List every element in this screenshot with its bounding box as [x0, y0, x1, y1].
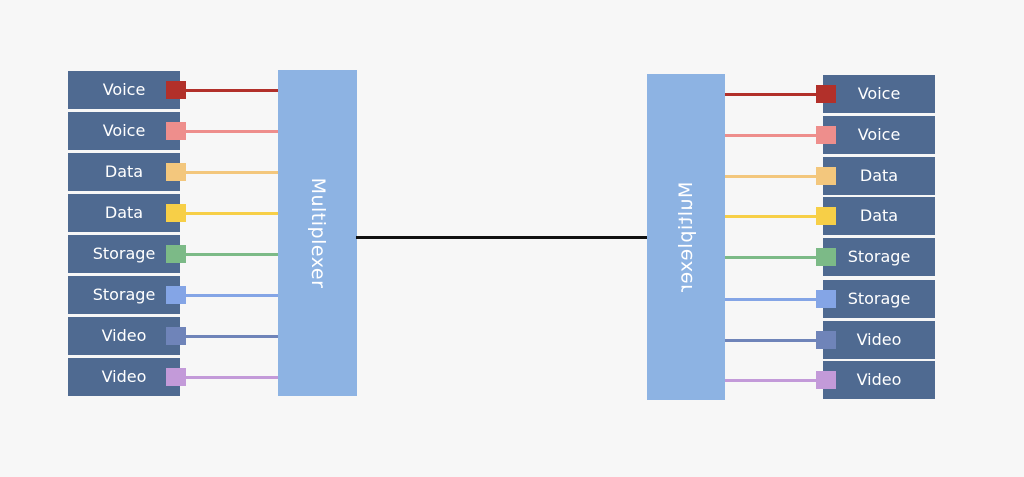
left-channel-port — [166, 122, 186, 140]
left-channel-wire — [186, 212, 278, 215]
left-channel-port — [166, 327, 186, 345]
left-channel-label: Voice — [102, 80, 146, 99]
right-channel-wire — [725, 175, 817, 178]
right-channel-box: Storage — [823, 238, 935, 276]
left-channel-port — [166, 286, 186, 304]
right-channel-wire — [725, 298, 817, 301]
left-channel-box: Video — [68, 317, 180, 355]
left-channel-box: Voice — [68, 112, 180, 150]
right-channel-wire — [725, 256, 817, 259]
right-channel-wire — [725, 339, 817, 342]
left-channel-wire — [186, 294, 278, 297]
left-channel-label: Storage — [92, 244, 156, 263]
right-channel-port — [816, 85, 836, 103]
trunk-line — [356, 236, 647, 239]
left-channel-port — [166, 368, 186, 386]
left-channel-port — [166, 245, 186, 263]
right-channel-box: Video — [823, 361, 935, 399]
right-channel-label: Video — [856, 330, 902, 349]
right-channel-port — [816, 248, 836, 266]
right-channel-box: Video — [823, 321, 935, 359]
right-channel-wire — [725, 215, 817, 218]
left-channel-wire — [186, 171, 278, 174]
right-channel-label: Storage — [847, 247, 911, 266]
left-channel-box: Voice — [68, 71, 180, 109]
left-channel-label: Video — [101, 326, 147, 345]
right-channel-box: Data — [823, 157, 935, 195]
right-channel-wire — [725, 134, 817, 137]
left-channel-port — [166, 81, 186, 99]
multiplexer-right-label: Multiplexer — [675, 181, 697, 293]
right-channel-port — [816, 371, 836, 389]
left-channel-box: Storage — [68, 235, 180, 273]
right-channel-label: Voice — [857, 125, 901, 144]
right-channel-box: Data — [823, 197, 935, 235]
left-channel-box: Storage — [68, 276, 180, 314]
multiplexer-left: Multiplexer — [278, 70, 357, 396]
right-channel-box: Storage — [823, 280, 935, 318]
right-channel-port — [816, 207, 836, 225]
multiplexer-left-label: Multiplexer — [306, 177, 329, 289]
left-channel-label: Storage — [92, 285, 156, 304]
multiplexer-right: Multiplexer — [647, 74, 725, 400]
right-channel-label: Data — [859, 206, 899, 225]
right-channel-port — [816, 290, 836, 308]
right-channel-label: Video — [856, 370, 902, 389]
left-channel-box: Video — [68, 358, 180, 396]
right-channel-port — [816, 126, 836, 144]
right-channel-box: Voice — [823, 116, 935, 154]
right-channel-wire — [725, 379, 817, 382]
left-channel-label: Data — [104, 162, 144, 181]
right-channel-label: Voice — [857, 84, 901, 103]
left-channel-wire — [186, 130, 278, 133]
left-channel-label: Voice — [102, 121, 146, 140]
left-channel-wire — [186, 89, 278, 92]
left-channel-wire — [186, 376, 278, 379]
left-channel-port — [166, 204, 186, 222]
right-channel-port — [816, 167, 836, 185]
left-channel-box: Data — [68, 153, 180, 191]
right-channel-label: Data — [859, 166, 899, 185]
right-channel-port — [816, 331, 836, 349]
right-channel-wire — [725, 93, 817, 96]
right-channel-label: Storage — [847, 289, 911, 308]
left-channel-port — [166, 163, 186, 181]
left-channel-label: Data — [104, 203, 144, 222]
left-channel-box: Data — [68, 194, 180, 232]
right-channel-box: Voice — [823, 75, 935, 113]
left-channel-wire — [186, 335, 278, 338]
left-channel-label: Video — [101, 367, 147, 386]
left-channel-wire — [186, 253, 278, 256]
